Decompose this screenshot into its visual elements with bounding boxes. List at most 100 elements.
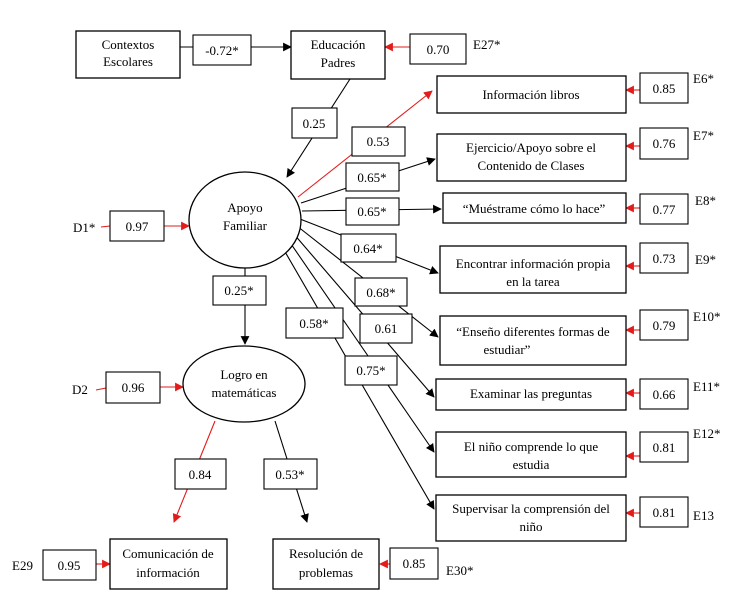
- error-label: E10*: [693, 309, 720, 324]
- error-value: 0.73: [653, 251, 676, 266]
- error-value: 0.70: [427, 42, 450, 57]
- node-label: Padres: [321, 55, 356, 70]
- path-apoyo-e12: [288, 240, 435, 453]
- error-value: 0.76: [653, 136, 676, 151]
- error-e29: 0.95 E29: [12, 549, 97, 581]
- error-value: 0.95: [58, 558, 81, 573]
- error-label: D2: [72, 382, 88, 397]
- coef-apoyo-e8: 0.65*: [345, 197, 400, 226]
- coef-value: 0.68*: [366, 285, 395, 300]
- node-label: Escolares: [103, 54, 153, 69]
- error-value: 0.85: [653, 81, 676, 96]
- error-e27: 0.70 E27*: [409, 33, 500, 65]
- coef-contextos-educacion: -0.72*: [192, 34, 252, 66]
- node-label: Educación: [311, 37, 366, 52]
- node-label: Examinar las preguntas: [470, 386, 592, 401]
- coef-value: -0.72*: [205, 43, 239, 58]
- coefficient-boxes: -0.72* 0.25 0.53 0.65* 0.65* 0.64* 0.68*: [174, 34, 413, 490]
- coef-value: 0.64*: [353, 241, 382, 256]
- node-label: Resolución de: [289, 546, 363, 561]
- coef-value: 0.65*: [357, 170, 386, 185]
- coef-value: 0.65*: [357, 204, 386, 219]
- coef-apoyo-logro: 0.25*: [212, 275, 267, 306]
- coef-value: 0.84: [189, 467, 212, 482]
- error-value: 0.66: [653, 387, 676, 402]
- error-arrows: [95, 42, 640, 569]
- error-label: E29: [12, 558, 33, 573]
- node-label: información: [136, 565, 200, 580]
- coef-apoyo-e12: 0.75*: [344, 355, 398, 386]
- error-e10: 0.79 E10*: [639, 309, 720, 341]
- node-supervisar-comprension: Supervisar la comprensión del niño: [435, 494, 627, 542]
- error-e6: 0.85 E6*: [639, 71, 714, 104]
- coef-apoyo-e11: 0.61: [359, 313, 413, 344]
- coef-apoyo-e6: 0.53: [351, 126, 406, 157]
- error-d2: 0.96 D2: [72, 371, 161, 404]
- error-label: D1*: [73, 220, 95, 235]
- node-educacion-padres: Educación Padres: [290, 30, 386, 80]
- node-label: matemáticas: [212, 385, 277, 400]
- coef-apoyo-e10: 0.68*: [354, 277, 408, 307]
- error-terms: 0.70 E27* 0.85 E6* 0.76 E7* 0.77 E8* 0.7…: [12, 33, 720, 581]
- node-encontrar-informacion: Encontrar información propia en la tarea: [439, 245, 627, 294]
- error-e13: 0.81 E13: [639, 496, 714, 528]
- node-label: Ejercicio/Apoyo sobre el: [466, 140, 596, 155]
- coef-apoyo-e7: 0.65*: [345, 162, 400, 192]
- node-apoyo-familiar: Apoyo Familiar: [188, 171, 302, 269]
- coef-logro-resolucion: 0.53*: [263, 458, 318, 490]
- error-e30: 0.85 E30*: [389, 547, 473, 580]
- error-label: E13: [693, 508, 714, 523]
- error-label: E30*: [446, 563, 473, 578]
- error-d1: 0.97 D1*: [73, 210, 165, 242]
- error-label: E6*: [693, 71, 714, 86]
- node-logro-matematicas: Logro en matemáticas: [182, 345, 306, 423]
- error-label: E27*: [473, 37, 500, 52]
- node-muestrame: “Muéstrame cómo lo hace”: [442, 192, 627, 224]
- node-informacion-libros: Información libros: [436, 75, 627, 114]
- error-label: E9*: [695, 252, 716, 267]
- node-label: Supervisar la comprensión del: [452, 501, 610, 516]
- node-ejercicio-apoyo: Ejercicio/Apoyo sobre el Contenido de Cl…: [436, 133, 627, 182]
- coef-value: 0.58*: [299, 316, 328, 331]
- error-e9: 0.73 E9*: [639, 242, 716, 274]
- node-label: “Muéstrame cómo lo hace”: [463, 201, 606, 216]
- error-value: 0.79: [653, 318, 676, 333]
- error-e11: 0.66 E11*: [639, 378, 720, 410]
- error-label: E7*: [693, 128, 714, 143]
- node-label: Encontrar información propia: [456, 256, 611, 271]
- node-label: Logro en: [220, 367, 268, 382]
- error-e12: 0.81 E12*: [639, 426, 720, 463]
- node-label: Apoyo: [227, 200, 262, 215]
- node-label: Contextos: [102, 37, 155, 52]
- error-value: 0.97: [126, 219, 149, 234]
- coef-value: 0.53*: [275, 467, 304, 482]
- coef-value: 0.53: [367, 134, 390, 149]
- node-examinar-preguntas: Examinar las preguntas: [435, 378, 627, 411]
- error-arrow-d2-in: [95, 387, 107, 391]
- node-label: Información libros: [482, 87, 579, 102]
- coef-apoyo-e9: 0.64*: [340, 233, 397, 263]
- node-contextos-escolares: Contextos Escolares: [75, 30, 181, 79]
- node-nino-comprende: El niño comprende lo que estudia: [435, 431, 627, 478]
- node-comunicacion-informacion: Comunicación de información: [109, 538, 228, 590]
- error-value: 0.81: [653, 440, 676, 455]
- node-label: estudiar”: [484, 342, 531, 357]
- coef-educacion-apoyo: 0.25: [291, 107, 338, 139]
- error-e7: 0.76 E7*: [639, 127, 714, 160]
- coef-value: 0.75*: [356, 363, 385, 378]
- error-label: E8*: [695, 193, 716, 208]
- error-value: 0.81: [653, 505, 676, 520]
- node-label: Contenido de Clases: [478, 158, 585, 173]
- node-label: “Enseño diferentes formas de: [456, 324, 610, 339]
- coef-apoyo-e13: 0.58*: [285, 307, 344, 339]
- error-value: 0.77: [653, 202, 676, 217]
- error-value: 0.85: [403, 556, 426, 571]
- error-label: E12*: [693, 426, 720, 441]
- node-ensenar-formas: “Enseño diferentes formas de estudiar”: [439, 315, 627, 366]
- node-label: estudia: [513, 457, 550, 472]
- error-arrow-d1-in: [100, 225, 111, 228]
- error-e8: 0.77 E8*: [639, 193, 716, 225]
- coef-value: 0.25*: [224, 283, 253, 298]
- error-value: 0.96: [122, 380, 145, 395]
